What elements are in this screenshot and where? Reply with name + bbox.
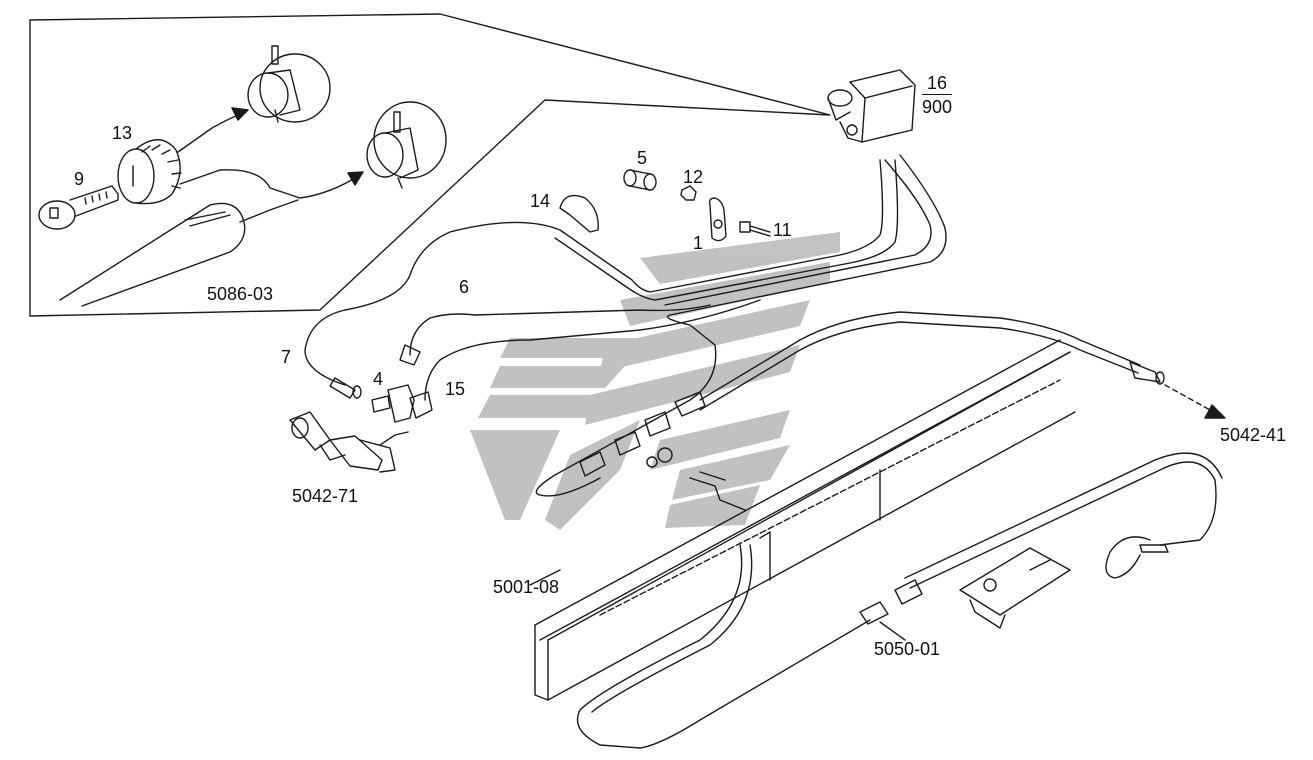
label-6: 6: [459, 277, 470, 297]
tee-4: [371, 384, 415, 423]
label-5001-08: 5001-08: [493, 577, 560, 597]
fitting-15: [409, 391, 433, 419]
bushing-5: [623, 169, 657, 191]
arrow-lower: [179, 169, 361, 199]
fitting-5042-41: [1129, 361, 1165, 385]
label-9: 9: [74, 169, 85, 189]
label-900: 900: [922, 97, 953, 117]
fitting-7: [329, 377, 362, 399]
hose-lower-loop: [576, 544, 871, 749]
label-4: 4: [373, 369, 384, 389]
control-valve-16: [827, 69, 916, 143]
clip-hook: [1105, 536, 1169, 579]
label-12: 12: [683, 167, 704, 187]
fitting-6: [399, 344, 421, 366]
fitting-5050-01: [859, 579, 923, 625]
lock-cylinder-13: [117, 139, 182, 205]
sensor-5050-01: [959, 547, 1071, 629]
label-5042-41: 5042-41: [1220, 425, 1287, 445]
label-7: 7: [281, 347, 292, 367]
fittings-center: [579, 391, 746, 511]
nut-12: [680, 185, 697, 201]
label-15: 15: [445, 379, 466, 399]
bolt-11: [739, 221, 771, 237]
label-5050-01: 5050-01: [874, 639, 941, 659]
watermark-logo: [470, 232, 840, 530]
clip-1: [708, 197, 727, 242]
lock-detail-lower: [366, 101, 447, 189]
label-13: 13: [112, 123, 133, 143]
inset-frame: [29, 13, 831, 317]
arrow-5042-41: [1164, 384, 1211, 411]
label-5: 5: [637, 148, 648, 168]
tube-body: [59, 202, 246, 307]
key-9: [38, 185, 119, 230]
valve-5042-71: [289, 411, 409, 473]
clamp-14: [559, 194, 599, 233]
label-5042-71: 5042-71: [292, 486, 359, 506]
label-16: 16: [922, 74, 953, 95]
label-1: 1: [693, 233, 704, 253]
pipe-upper-loop: [304, 159, 884, 386]
arrow-upper: [177, 111, 246, 153]
label-14: 14: [530, 191, 551, 211]
label-11: 11: [773, 220, 792, 240]
frame-rail: [534, 339, 1076, 701]
lock-detail-upper: [247, 45, 331, 123]
label-5086-03: 5086-03: [207, 284, 274, 304]
label-16-900: 16 900: [922, 74, 953, 117]
pipe-to-rear: [699, 311, 1141, 401]
